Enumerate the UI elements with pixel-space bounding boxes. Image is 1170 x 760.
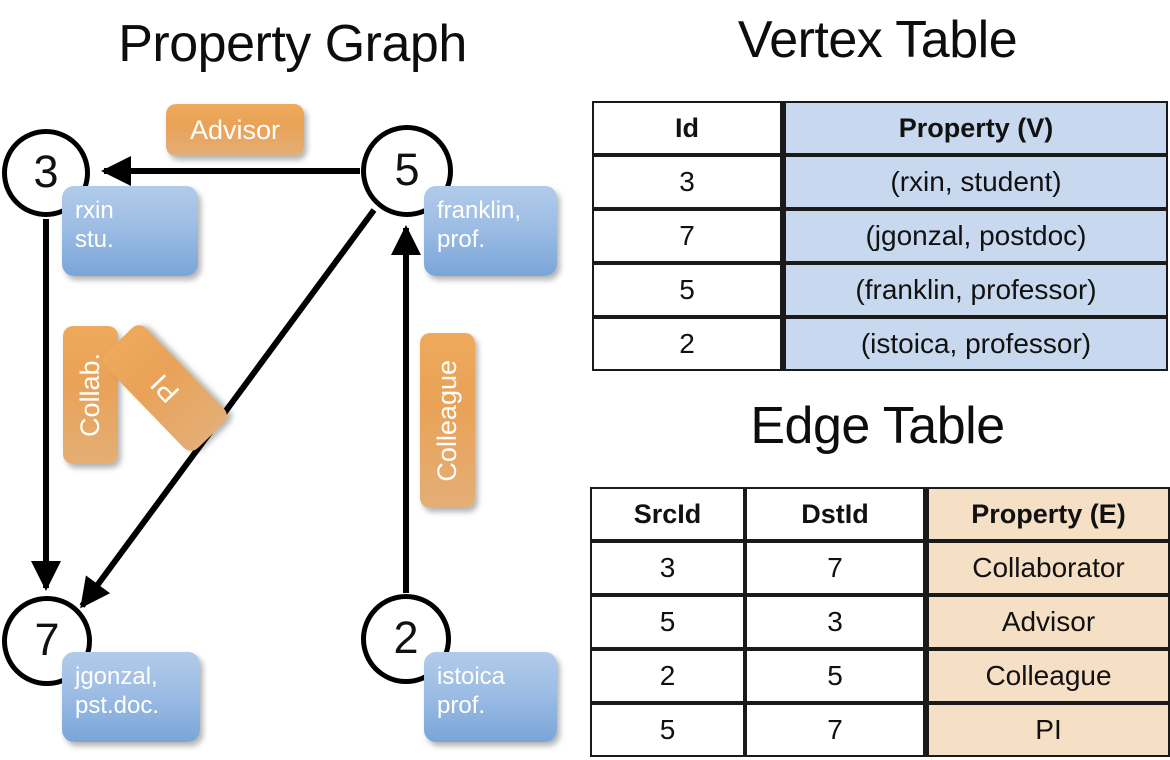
vertex-property-box-franklin: franklin, prof. [424,186,557,276]
vertex-row-2-property: (franklin, professor) [782,263,1168,317]
edge-label-collab-text: Collab. [75,352,105,438]
edge-label-advisor-text: Advisor [189,114,281,145]
edge-label-advisor: Advisor [166,104,304,156]
vertex-row-2-id: 5 [592,263,782,317]
page-title-vertex-table: Vertex Table [737,11,1018,69]
vertex-table-header-id: Id [592,101,782,155]
edge-row-0-property: Collaborator [925,541,1170,595]
page-title-property-graph: Property Graph [118,15,467,73]
vertex-property-box-istoica: istoica prof. [424,652,557,742]
vertex-node-3-label: 3 [33,145,59,197]
table-row: 5 7 PI [590,703,1170,757]
vertex-node-2[interactable]: 2 [361,594,451,684]
edge-row-0-dst: 7 [745,541,925,595]
table-row: 7 (jgonzal, postdoc) [592,209,1168,263]
vertex-node-2-label: 2 [393,611,419,663]
edge-row-2-property: Colleague [925,649,1170,703]
vertex-table: Id Property (V) 3 (rxin, student) 7 (jgo… [592,101,1168,371]
edge-row-2-src: 2 [590,649,745,703]
edge-label-colleague: Colleague [420,333,475,508]
vertex-row-0-property: (rxin, student) [782,155,1168,209]
table-row: 3 (rxin, student) [592,155,1168,209]
vertex-property-istoica-line2: prof. [437,692,486,720]
edge-table-header-row: SrcId DstId Property (E) [590,487,1170,541]
vertex-property-box-jgonzal: jgonzal, pst.doc. [62,652,200,742]
vertex-property-jgonzal-line1: jgonzal, [75,663,158,690]
edge-table-header-property: Property (E) [925,487,1170,541]
edge-table: SrcId DstId Property (E) 3 7 Collaborato… [590,487,1170,757]
vertex-node-7-label: 7 [34,613,60,665]
vertex-row-3-property: (istoica, professor) [782,317,1168,371]
vertex-row-1-id: 7 [592,209,782,263]
graph-edges-svg [31,156,421,609]
edge-row-3-property: PI [925,703,1170,757]
vertex-table-header-row: Id Property (V) [592,101,1168,155]
edge-row-0-src: 3 [590,541,745,595]
edge-row-1-dst: 3 [745,595,925,649]
vertex-property-rxin-line1: rxin [75,197,114,224]
edge-row-3-src: 5 [590,703,745,757]
edge-label-collab: Collab. [63,326,118,464]
property-graph-panel: Property Graph 3 5 7 2 rxin stu. frankli… [2,15,557,742]
vertex-property-box-rxin: rxin stu. [62,186,198,276]
edge-table-header-srcid: SrcId [590,487,745,541]
vertex-property-jgonzal-line2: pst.doc. [75,692,160,720]
vertex-property-franklin-line2: prof. [437,226,486,254]
edge-row-1-src: 5 [590,595,745,649]
vertex-row-3-id: 2 [592,317,782,371]
vertex-row-0-id: 3 [592,155,782,209]
page-title-edge-table: Edge Table [750,397,1005,455]
table-row: 5 3 Advisor [590,595,1170,649]
vertex-table-header-property: Property (V) [782,101,1168,155]
edge-label-colleague-text: Colleague [432,359,462,482]
vertex-row-1-property: (jgonzal, postdoc) [782,209,1168,263]
edge-row-1-property: Advisor [925,595,1170,649]
vertex-property-istoica-line1: istoica [437,663,506,690]
edge-table-header-dstid: DstId [745,487,925,541]
table-row: 5 (franklin, professor) [592,263,1168,317]
vertex-property-franklin-line1: franklin, [437,197,522,224]
vertex-property-rxin-line2: stu. [75,226,114,254]
vertex-node-5[interactable]: 5 [361,125,453,217]
table-row: 2 5 Colleague [590,649,1170,703]
edge-5-to-7 [79,208,377,609]
vertex-node-5-label: 5 [394,143,420,195]
edge-row-3-dst: 7 [745,703,925,757]
edge-label-pi-text: PI [144,368,185,409]
edge-row-2-dst: 5 [745,649,925,703]
table-row: 3 7 Collaborator [590,541,1170,595]
table-row: 2 (istoica, professor) [592,317,1168,371]
